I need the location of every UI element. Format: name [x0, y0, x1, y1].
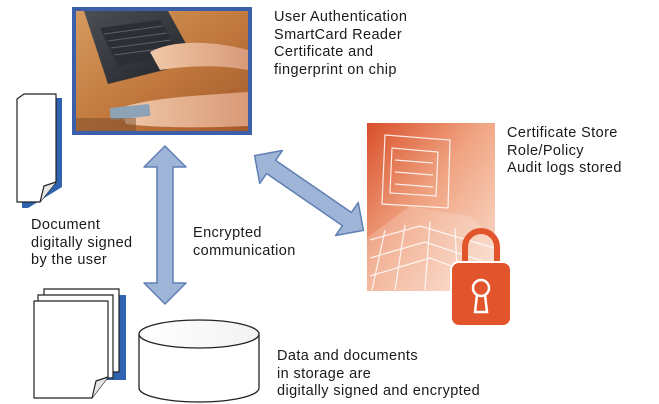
certificate-store-line-2: Role/Policy [507, 142, 584, 159]
certificate-store-line-1: Certificate Store [507, 125, 618, 141]
certificate-store-caption: Certificate Store Role/Policy Audit logs… [507, 125, 622, 178]
vertical-double-arrow [143, 145, 187, 305]
database-cylinder-icon [138, 319, 260, 403]
document-line-3: by the user [31, 252, 108, 268]
diagonal-double-arrow [253, 149, 365, 237]
storage-line-3: digitally signed and encrypted [277, 383, 481, 399]
certificate-store-line-3: Audit logs stored [507, 160, 622, 176]
padlock-icon [450, 228, 512, 327]
authentication-line-1: User Authentication [274, 9, 408, 25]
authentication-line-3: Certificate and [274, 44, 374, 60]
storage-line-2: in storage are [277, 365, 372, 382]
channel-line-2: communication [193, 242, 296, 259]
laptop-smartcard-photo [72, 7, 252, 135]
authentication-line-4: fingerprint on chip [274, 61, 397, 78]
channel-caption: Encrypted communication [193, 225, 296, 260]
document-caption: Document digitally signed by the user [31, 217, 133, 270]
storage-line-1: Data and documents [277, 348, 419, 364]
authentication-line-2: SmartCard Reader [274, 26, 403, 43]
authentication-caption: User Authentication SmartCard Reader Cer… [274, 9, 407, 79]
document-icon [16, 93, 62, 208]
document-line-2: digitally signed [31, 234, 133, 251]
storage-caption: Data and documents in storage are digita… [277, 348, 480, 401]
document-line-1: Document [31, 217, 101, 233]
channel-line-1: Encrypted [193, 225, 262, 241]
document-stack-icon [33, 288, 126, 399]
